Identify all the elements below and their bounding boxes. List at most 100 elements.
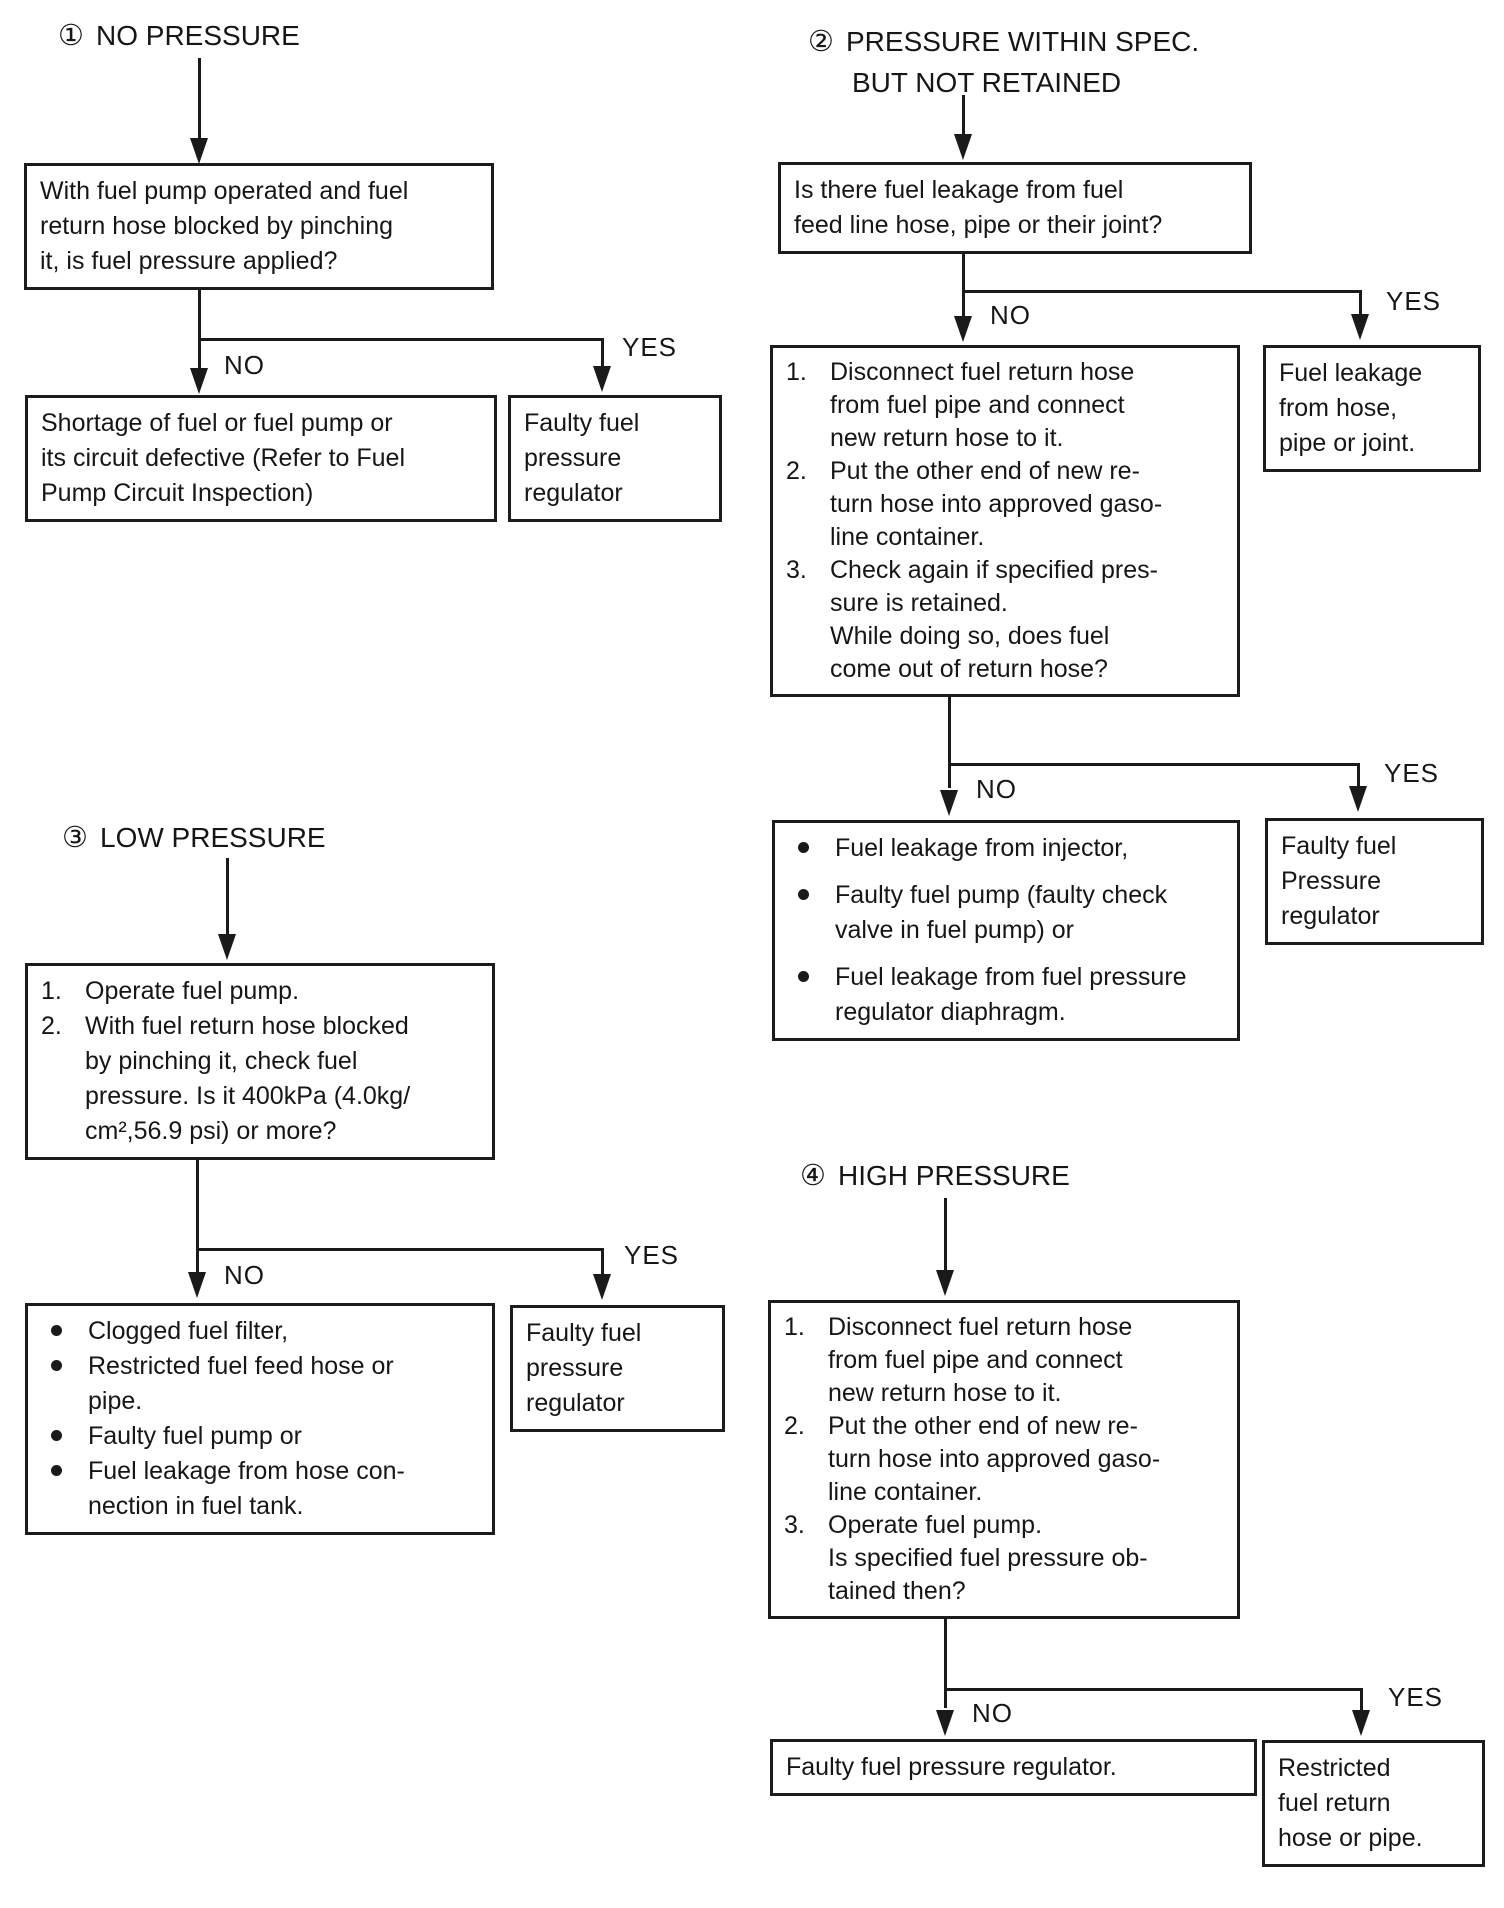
section-2-heading: ② PRESSURE WITHIN SPEC. BUT NOT RETAINED <box>808 24 1199 99</box>
section-3-title: LOW PRESSURE <box>100 822 326 853</box>
item-number: 3. <box>786 556 807 584</box>
branch-label-no: NO <box>976 774 1017 804</box>
arrow-down-icon <box>190 138 208 164</box>
branch-label-no: NO <box>224 350 265 380</box>
box-text-line: its circuit defective (Refer to Fuel <box>41 444 406 472</box>
box-text-line: Faulty fuel <box>1281 832 1397 860</box>
connector-line <box>198 268 201 370</box>
box-faulty-regulator-result-4: Faulty fuel pressure regulator. <box>770 1739 1257 1796</box>
arrow-down-icon <box>188 1272 206 1298</box>
branch-label-yes: YES <box>1386 286 1442 316</box>
box-text-line: pipe or joint. <box>1279 429 1416 457</box>
numbered-item: 3. Check again if specified pres- sure i… <box>786 554 1224 686</box>
box-text-line: Fuel leakage <box>1279 359 1423 387</box>
box-text-line: by pinching it, check fuel <box>85 1047 358 1075</box>
box-faulty-regulator-result-1: Faulty fuel pressure regulator <box>508 395 722 522</box>
box-text-line: With fuel pump operated and fuel <box>40 177 409 205</box>
box-low-pressure-question: 1. Operate fuel pump. 2. With fuel retur… <box>25 963 495 1160</box>
connector-line <box>948 763 1360 766</box>
bullet-icon <box>51 1325 62 1336</box>
box-fuel-shortage-result: Shortage of fuel or fuel pump or its cir… <box>25 395 497 522</box>
box-text-line: new return hose to it. <box>828 1379 1062 1407</box>
box-text-line: regulator <box>526 1389 625 1417</box>
section-4-heading: ④ HIGH PRESSURE <box>800 1158 1070 1193</box>
numbered-item: 2. Put the other end of new re- turn hos… <box>784 1410 1224 1509</box>
connector-line <box>944 1198 947 1274</box>
box-text-line: Fuel leakage from hose con- <box>88 1457 405 1485</box>
bullet-icon <box>798 842 809 853</box>
arrow-down-icon <box>1352 1710 1370 1736</box>
circled-4-icon: ④ <box>800 1160 826 1192</box>
numbered-item: 3. Operate fuel pump. Is specified fuel … <box>784 1509 1224 1608</box>
connector-line <box>198 58 201 144</box>
box-text-line: hose or pipe. <box>1278 1824 1423 1852</box>
section-4-title: HIGH PRESSURE <box>838 1160 1070 1191</box>
box-return-hose-check-steps: 1. Disconnect fuel return hose from fuel… <box>770 345 1240 697</box>
item-number: 2. <box>784 1412 805 1440</box>
bullet-item: Fuel leakage from fuel pressure regulato… <box>788 960 1224 1030</box>
item-number: 2. <box>786 457 807 485</box>
box-text-line: regulator <box>1281 902 1380 930</box>
box-text-line: Pump Circuit Inspection) <box>41 479 314 507</box>
box-text-line: from hose, <box>1279 394 1398 422</box>
circled-1-icon: ① <box>58 20 84 52</box>
numbered-item: 1. Disconnect fuel return hose from fuel… <box>786 356 1224 455</box>
arrow-down-icon <box>954 316 972 342</box>
numbered-item: 2. Put the other end of new re- turn hos… <box>786 455 1224 554</box>
box-fuel-leakage-question: Is there fuel leakage from fuel feed lin… <box>778 162 1252 254</box>
connector-line <box>196 1248 604 1251</box>
box-text-line: Faulty fuel <box>524 409 640 437</box>
circled-2-icon: ② <box>808 26 834 58</box>
box-text-line: Fuel leakage from injector, <box>835 834 1129 862</box>
box-text-line: pressure <box>524 444 622 472</box>
box-text-line: Faulty fuel pump or <box>88 1422 302 1450</box>
connector-line <box>944 1688 1363 1691</box>
section-2-title-line2: BUT NOT RETAINED <box>852 67 1122 98</box>
connector-line <box>198 338 604 341</box>
connector-line <box>1360 1688 1363 1710</box>
box-text-line: Restricted fuel feed hose or <box>88 1352 394 1380</box>
section-2-title-line1: PRESSURE WITHIN SPEC. <box>846 26 1200 57</box>
box-text-line: Is specified fuel pressure ob- <box>828 1544 1148 1572</box>
item-number: 1. <box>784 1313 805 1341</box>
box-text-line: Pressure <box>1281 867 1382 895</box>
box-text-line: Check again if specified pres- <box>830 556 1158 584</box>
connector-line <box>1359 290 1362 316</box>
bullet-icon <box>51 1360 62 1371</box>
bullet-icon <box>798 889 809 900</box>
connector-line <box>196 1130 199 1272</box>
box-text-line: With fuel return hose blocked <box>85 1012 409 1040</box>
box-text-line: Restricted <box>1278 1754 1391 1782</box>
box-text-line: regulator diaphragm. <box>835 998 1066 1026</box>
box-text-line: pressure. Is it 400kPa (4.0kg/ <box>85 1082 411 1110</box>
numbered-item: 1. Disconnect fuel return hose from fuel… <box>784 1311 1224 1410</box>
branch-label-no: NO <box>224 1260 265 1290</box>
box-text-line: Shortage of fuel or fuel pump or <box>41 409 393 437</box>
box-leakage-causes-result: Fuel leakage from injector, Faulty fuel … <box>772 820 1240 1041</box>
item-number: 1. <box>786 358 807 386</box>
box-text-line: pipe. <box>88 1387 143 1415</box>
box-text-line: fuel return <box>1278 1789 1391 1817</box>
arrow-down-icon <box>190 368 208 394</box>
arrow-down-icon <box>218 934 236 960</box>
arrow-down-icon <box>940 790 958 816</box>
item-number: 3. <box>784 1511 805 1539</box>
bullet-item: Clogged fuel filter, <box>41 1314 479 1349</box>
section-1-title: NO PRESSURE <box>96 20 300 51</box>
box-text-line: from fuel pipe and connect <box>828 1346 1123 1374</box>
box-text-line: feed line hose, pipe or their joint? <box>794 211 1163 239</box>
connector-line <box>948 670 951 788</box>
bullet-item: Faulty fuel pump or <box>41 1419 479 1454</box>
connector-line <box>962 95 965 141</box>
item-number: 1. <box>41 977 62 1005</box>
bullet-item: Fuel leakage from hose con- nection in f… <box>41 1454 479 1524</box>
bullet-icon <box>51 1430 62 1441</box>
arrow-down-icon <box>593 1274 611 1300</box>
bullet-item: Restricted fuel feed hose or pipe. <box>41 1349 479 1419</box>
connector-line <box>944 1590 947 1708</box>
box-text-line: turn hose into approved gaso- <box>830 490 1163 518</box>
box-text-line: While doing so, does fuel <box>830 622 1110 650</box>
circled-3-icon: ③ <box>62 822 88 854</box>
numbered-item: 2. With fuel return hose blocked by pinc… <box>41 1009 479 1149</box>
